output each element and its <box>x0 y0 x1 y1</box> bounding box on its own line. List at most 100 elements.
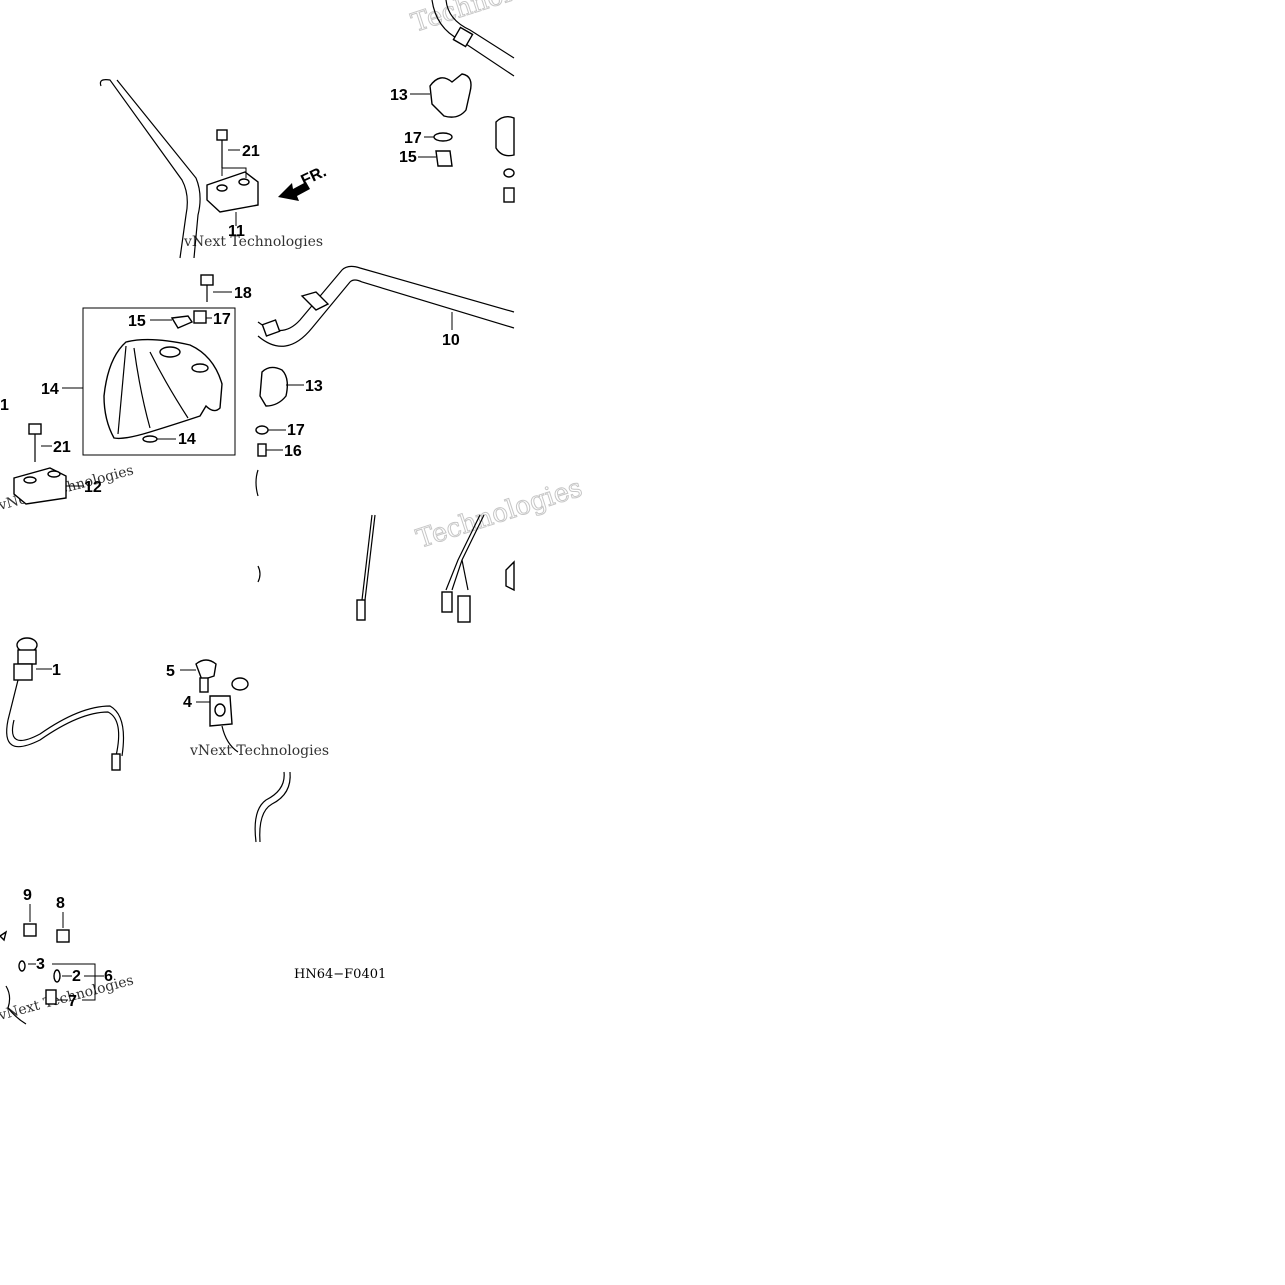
switch-keyhole <box>214 703 226 717</box>
meter-visor <box>103 338 223 440</box>
callout-label: 3 <box>36 956 45 973</box>
part-edge <box>257 565 261 583</box>
visor-hole <box>191 363 209 373</box>
callout-label: 17 <box>287 422 305 439</box>
grommet <box>170 315 194 329</box>
washer <box>503 168 515 178</box>
handlebar-main-assembly: 10 13 17 16 <box>255 265 515 497</box>
socket-wire <box>5 985 27 1025</box>
wire-connector <box>441 591 453 613</box>
choke-cable-assembly: 1 <box>6 637 125 771</box>
nut <box>435 150 453 167</box>
throttle-cable-edge <box>364 514 376 601</box>
handlebar-tube <box>99 79 188 259</box>
watermarks: Technologies Technologies vNext Technolo… <box>0 0 586 1024</box>
lower-holder <box>495 115 515 157</box>
choke-body <box>13 663 33 681</box>
handlebar-tube-edge <box>257 279 515 347</box>
collar <box>193 310 207 324</box>
visor-contour <box>117 345 127 435</box>
callout-label: 6 <box>104 968 113 985</box>
holder-hole <box>216 184 228 192</box>
callout-label: 18 <box>234 285 252 302</box>
cable-assembly <box>257 514 515 623</box>
screw <box>56 929 70 943</box>
choke-body <box>17 649 37 665</box>
callout-label: 12 <box>84 479 102 496</box>
grip-band <box>452 26 474 48</box>
switch-wire <box>221 725 239 753</box>
callout-label: 17 <box>213 311 231 328</box>
bolt-head <box>216 129 228 141</box>
nut <box>257 443 267 457</box>
callout-label: 14 <box>41 381 59 398</box>
callout-label: 17 <box>404 130 422 147</box>
visor-group-box <box>82 307 236 456</box>
wire-connector <box>457 595 471 623</box>
cable-end <box>356 599 366 621</box>
cable-end <box>111 753 121 771</box>
callout-label: 15 <box>128 313 146 330</box>
upper-holder <box>206 171 259 213</box>
handlebar-bracket <box>300 291 330 311</box>
callout-label: 9 <box>23 887 32 904</box>
choke-cable <box>6 711 120 757</box>
small-parts-group: 9 8 3 2 6 7 <box>0 887 113 1025</box>
switch-wire-edge <box>254 771 285 843</box>
switch-harness <box>461 559 469 591</box>
callout-label: 2 <box>72 968 81 985</box>
watermark-brand: vNext Technologies <box>189 743 329 759</box>
callout-label: 11 <box>228 223 245 240</box>
callout-label-partial: 1 <box>0 397 9 414</box>
choke-cable-edge <box>12 705 125 757</box>
nut <box>503 187 515 203</box>
bolt-head <box>200 274 214 286</box>
holder-hole <box>238 178 250 186</box>
callout-label: 13 <box>390 87 408 104</box>
lower-holder <box>429 73 472 118</box>
bolt-head <box>28 423 42 435</box>
group-bracket <box>52 963 96 1001</box>
handlebar-left-assembly: FR. 21 11 <box>99 79 330 259</box>
washer <box>433 132 453 142</box>
bulb-socket <box>18 960 26 972</box>
part-fragment <box>0 930 8 942</box>
front-arrow-icon <box>278 182 310 201</box>
socket <box>45 989 57 1005</box>
switch-harness <box>445 514 481 591</box>
watermark-text: Technologies <box>408 0 581 39</box>
callout-label: 1 <box>52 662 61 679</box>
part-edge <box>255 469 259 497</box>
wire-connector <box>505 560 515 592</box>
callout-label: 13 <box>305 378 323 395</box>
callout-label: 4 <box>183 694 192 711</box>
ignition-key-blade <box>199 677 209 693</box>
callout-label: 14 <box>178 431 196 448</box>
holder-hole <box>47 470 61 478</box>
lower-holder <box>259 366 289 407</box>
handlebar-holder-left: 21 12 1 <box>0 397 102 505</box>
callout-label: 21 <box>53 439 71 456</box>
handlebar-tube-edge <box>445 0 515 59</box>
visor-contour <box>133 347 151 429</box>
holder-hole <box>23 476 37 484</box>
visor-contour <box>149 351 189 419</box>
grip-band <box>261 319 281 337</box>
callout-label: 8 <box>56 895 65 912</box>
clip <box>142 435 158 443</box>
callout-label: 16 <box>284 443 302 460</box>
switch-wire <box>259 771 291 843</box>
callout-label: 5 <box>166 663 175 680</box>
handlebar-right-holders: 13 17 15 <box>390 0 515 203</box>
callout-label: 15 <box>399 149 417 166</box>
choke-cable <box>7 679 19 721</box>
screw <box>23 923 37 937</box>
bulb <box>53 969 61 983</box>
watermark-brand: vNext Technologies <box>183 234 323 250</box>
drawing-code: HN64−F0401 <box>294 967 386 982</box>
ignition-switch-assembly: 5 4 <box>166 659 291 843</box>
front-arrow-label: FR. <box>299 163 330 189</box>
leader-line <box>221 167 247 178</box>
handlebar-tube <box>257 265 515 332</box>
